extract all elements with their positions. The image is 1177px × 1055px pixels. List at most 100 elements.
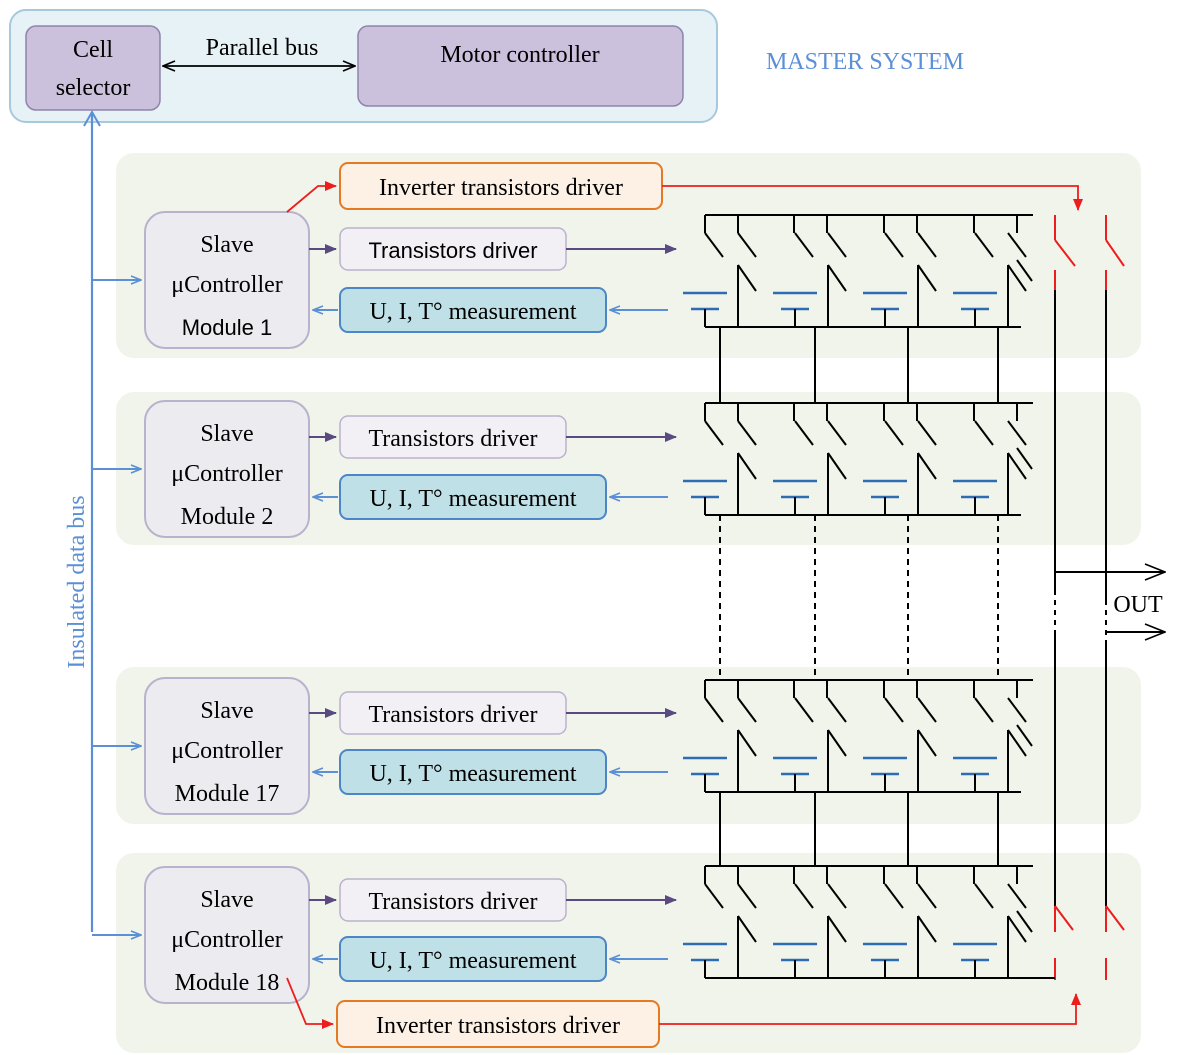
inverter-top-switch: [1105, 239, 1125, 267]
switch-blade: [737, 232, 757, 258]
slave-label-line3: Module 17: [175, 781, 280, 807]
insulated-data-bus-label: Insulated data bus: [64, 495, 90, 668]
master-system: Cell selector Motor controller Parallel …: [9, 9, 964, 123]
switch-blade: [884, 697, 904, 723]
transistors-driver-label: Transistors driver: [368, 238, 537, 263]
switch-blade: [737, 915, 757, 943]
switch-blade: [737, 452, 757, 480]
switch-blade: [1007, 883, 1027, 909]
switch-blade: [794, 232, 814, 258]
switch-blade: [917, 264, 937, 292]
cell-block-1: [683, 214, 1033, 328]
switch-blade: [704, 883, 724, 909]
measurement-box: U, I, T° measurement: [339, 474, 607, 520]
switch-blade: [974, 697, 994, 723]
switch-blade: [827, 452, 847, 480]
switch-blade: [884, 883, 904, 909]
switch-blade: [1007, 232, 1027, 258]
switch-blade: [974, 232, 994, 258]
switch-blade: [1016, 724, 1033, 747]
switch-blade: [737, 697, 757, 723]
slave-label-line1: Slave: [200, 698, 253, 724]
switch-blade: [1016, 447, 1033, 470]
slave-label-line1: Slave: [200, 421, 253, 447]
slave-label-line2: μController: [171, 738, 283, 764]
slave-label-line1: Slave: [200, 232, 253, 258]
switch-blade: [737, 883, 757, 909]
measurement-frame: [339, 749, 607, 795]
measurement-frame: [339, 936, 607, 982]
switch-blade: [917, 915, 937, 943]
inter-module-links: [719, 327, 999, 866]
transistors-driver-label: Transistors driver: [368, 889, 537, 915]
inverter-to-switch-arrow: [659, 993, 1081, 1025]
slave-controller-frame: [144, 677, 310, 815]
motor-controller-label: Motor controller: [440, 42, 599, 68]
inverter-driver-label: Inverter transistors driver: [379, 175, 623, 201]
slave-label-line1: Slave: [200, 887, 253, 913]
switch-blade: [917, 883, 937, 909]
inverter-bottom-switch: [1054, 905, 1074, 931]
switch-blade: [737, 264, 757, 292]
switch-blade: [1016, 259, 1033, 282]
switch-blade: [974, 420, 994, 446]
switch-blade: [737, 729, 757, 757]
switch-blade: [704, 232, 724, 258]
switch-blade: [884, 420, 904, 446]
output-arrows: [1055, 572, 1165, 632]
inverter-driver-label: Inverter transistors driver: [376, 1013, 620, 1039]
transistors-driver-label: Transistors driver: [368, 702, 537, 728]
switch-blade: [1007, 264, 1027, 292]
switch-blade: [1007, 915, 1027, 943]
switch-blade: [917, 729, 937, 757]
parallel-bus-label: Parallel bus: [206, 35, 319, 61]
cell-selector-box: Cell selector: [25, 25, 161, 111]
bus-up-arrowhead: [83, 109, 101, 127]
motor-controller-box: Motor controller: [357, 25, 684, 107]
switch-blade: [737, 420, 757, 446]
measurement-label: U, I, T° measurement: [369, 948, 576, 974]
transistors-driver-label: Transistors driver: [368, 426, 537, 452]
slave-label-line3: Module 18: [175, 970, 280, 996]
measurement-frame: [339, 474, 607, 520]
switch-blade: [794, 420, 814, 446]
switch-blade: [827, 264, 847, 292]
switch-blade: [1007, 697, 1027, 723]
power-stage: [683, 214, 1165, 980]
switch-blade: [704, 697, 724, 723]
cell-block-2: [683, 402, 1033, 516]
inverter-to-switch-arrow: [662, 185, 1083, 211]
transistors-driver-box: Transistors driver: [339, 691, 567, 735]
measurement-box: U, I, T° measurement: [339, 749, 607, 795]
measurement-label: U, I, T° measurement: [369, 486, 576, 512]
transistors-driver-box: Transistors driver: [339, 878, 567, 922]
switch-blade: [1007, 420, 1027, 446]
inverter-driver-box: Inverter transistors driver: [339, 162, 663, 210]
slave-label-line3: Module 2: [181, 504, 274, 530]
slave-label-line2: μController: [171, 927, 283, 953]
insulated-data-bus: Insulated data bus: [64, 109, 101, 932]
slave-controller-frame: [144, 866, 310, 1004]
cell-block-4: [683, 865, 1033, 979]
slave-label-line3: Module 1: [182, 315, 273, 340]
slave-to-inverter-arrow: [286, 181, 337, 213]
measurement-label: U, I, T° measurement: [369, 761, 576, 787]
switch-blade: [827, 420, 847, 446]
slave-to-inverter-arrow: [286, 977, 334, 1029]
measurement-box: U, I, T° measurement: [339, 936, 607, 982]
switch-blade: [827, 915, 847, 943]
switch-blade: [917, 232, 937, 258]
switch-blade: [827, 883, 847, 909]
switch-blade: [917, 452, 937, 480]
switch-blade: [1007, 452, 1027, 480]
inverter-driver-box: Inverter transistors driver: [336, 1000, 660, 1048]
